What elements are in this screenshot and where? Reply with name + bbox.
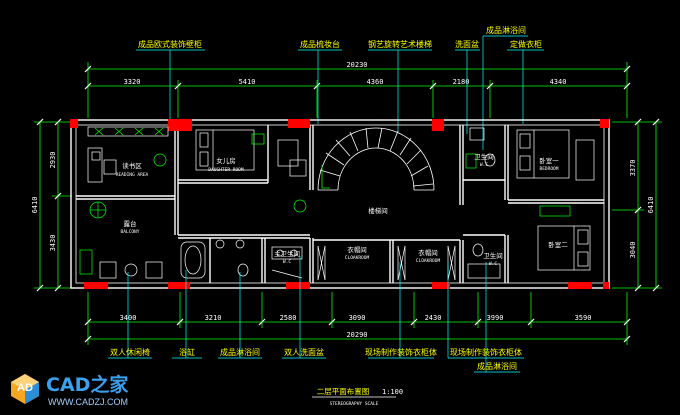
annotation-spiral-stair: 钢艺旋转艺术楼梯 xyxy=(368,39,432,49)
right-dim-2: 3040 xyxy=(629,242,637,259)
bottom-dim-4: 3090 xyxy=(349,314,366,322)
right-total-dimension: 6410 xyxy=(647,197,655,214)
annotation-leisure-chairs: 双人休闲椅 xyxy=(110,347,150,357)
top-dim-2: 5410 xyxy=(239,78,256,86)
cad-logo-icon: AD xyxy=(8,372,42,406)
annotation-shower-room-2: 成品淋浴间 xyxy=(477,361,517,371)
left-dim-1: 2930 xyxy=(49,152,57,169)
spiral-staircase xyxy=(317,127,435,191)
room-master-wc-en: W.C xyxy=(283,259,291,265)
room-bedroom1-label: 卧室一 xyxy=(539,156,559,165)
left-dimension-chain xyxy=(34,118,72,292)
room-bedroom2-label: 卧室二 xyxy=(548,240,568,249)
watermark-brand: CAD之家 xyxy=(46,374,129,396)
watermark: AD CAD之家 WWW.CADZJ.COM xyxy=(6,366,156,412)
annotation-dresser: 成品梳妆台 xyxy=(300,39,340,49)
top-dim-1: 3320 xyxy=(124,78,141,86)
bottom-dim-2: 3210 xyxy=(205,314,222,322)
top-annotation-leaders xyxy=(136,35,544,150)
top-dim-5: 4340 xyxy=(550,78,567,86)
bottom-dim-6: 3990 xyxy=(487,314,504,322)
room-cloak1-en: CLOAKROOM xyxy=(345,255,370,261)
annotation-wardrobe-1: 现场制作装饰衣柜体 xyxy=(365,347,437,357)
annotation-shower-room: 成品淋浴间 xyxy=(220,347,260,357)
annotation-shower: 成品淋浴间 xyxy=(486,25,526,35)
left-dim-2: 3430 xyxy=(49,235,57,252)
annotation-wardrobe: 定做衣柜 xyxy=(510,39,542,49)
bottom-total-dimension: 20290 xyxy=(346,331,367,339)
room-wc1-label: 卫生间 xyxy=(474,152,494,161)
bottom-dimension-chain xyxy=(84,292,631,345)
bottom-dim-5: 2430 xyxy=(425,314,442,322)
room-balcony-label: 露台 xyxy=(124,219,137,228)
drawing-title: 二层平面布置图 xyxy=(317,386,370,396)
room-reading-en: READING AREA xyxy=(116,172,149,178)
bottom-annotation-leaders xyxy=(108,256,524,373)
room-bedroom1-en: BEDROOM xyxy=(540,166,559,172)
right-dim-1: 3370 xyxy=(629,160,637,177)
left-total-dimension: 6410 xyxy=(31,197,39,214)
top-dim-3: 4360 xyxy=(367,78,384,86)
watermark-url: WWW.CADZJ.COM xyxy=(48,397,128,407)
right-dimension-chain xyxy=(612,118,662,292)
logo-letter: AD xyxy=(17,382,33,394)
room-wc2-label: 卫生间 xyxy=(483,251,503,260)
top-dimension-chain xyxy=(84,62,631,118)
annotation-cabinet: 成品欧式装饰壁柜 xyxy=(138,39,202,49)
room-cloak2-en: CLOAKROOM xyxy=(416,258,441,264)
walls xyxy=(70,119,610,289)
room-labels: 读书区 READING AREA 女儿房 DAUGHTER ROOM 楼梯间 卫… xyxy=(116,152,569,267)
room-stair-label: 楼梯间 xyxy=(368,206,388,215)
room-reading-label: 读书区 xyxy=(122,161,142,170)
furniture xyxy=(79,126,595,281)
top-total-dimension: 20230 xyxy=(346,61,367,69)
drawing-scale: 1:100 xyxy=(382,388,403,396)
room-cloak1-label: 衣帽间 xyxy=(347,245,367,254)
room-cloak2-label: 衣帽间 xyxy=(418,248,438,257)
room-daughter-label: 女儿房 xyxy=(216,156,236,165)
room-master-wc-label: 主卫生间 xyxy=(274,249,300,258)
annotation-double-basin: 双人洗面盆 xyxy=(284,347,324,357)
drawing-title-block: 二层平面布置图 1:100 STEREOGRAPHY SCALE xyxy=(312,386,403,407)
room-balcony-en: BALCONY xyxy=(121,229,140,235)
annotation-bathtub: 浴缸 xyxy=(179,347,195,357)
drawing-title-en: STEREOGRAPHY SCALE xyxy=(330,401,379,407)
room-wc1-en: W.C xyxy=(480,162,488,168)
structural-columns xyxy=(70,119,609,289)
annotation-washbasin: 洗面盆 xyxy=(455,39,479,49)
room-wc2-en: W.C xyxy=(489,261,497,267)
top-dim-4: 2180 xyxy=(453,78,470,86)
bottom-dim-3: 2580 xyxy=(280,314,297,322)
room-daughter-en: DAUGHTER ROOM xyxy=(208,167,244,173)
bottom-dim-7: 3590 xyxy=(575,314,592,322)
annotation-wardrobe-2: 现场制作装饰衣柜体 xyxy=(450,347,522,357)
